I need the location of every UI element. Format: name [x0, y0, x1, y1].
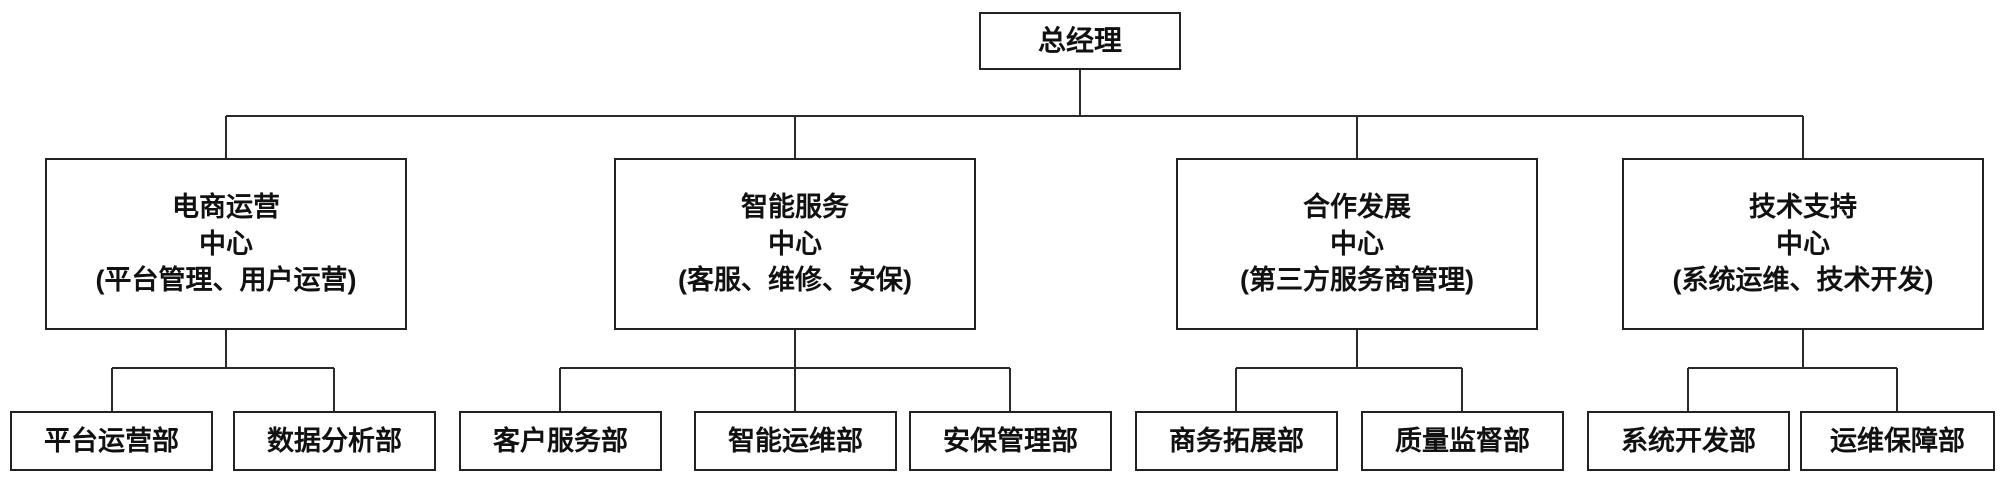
org-node-general-manager: 总经理: [979, 12, 1181, 70]
org-node-ecommerce-center: 电商运营 中心 (平台管理、用户运营): [45, 158, 407, 330]
org-node-quality-supervision-dept: 质量监督部: [1361, 411, 1564, 471]
center-name-line1: 智能服务: [741, 192, 849, 223]
org-node-smart-service-center: 智能服务 中心 (客服、维修、安保): [614, 158, 976, 330]
org-node-system-development-dept: 系统开发部: [1587, 411, 1790, 471]
center-name-line1: 电商运营: [172, 192, 280, 223]
org-node-smart-ops-dept: 智能运维部: [694, 411, 897, 471]
org-node-platform-operations-dept: 平台运营部: [10, 411, 213, 471]
center-scope: (客服、维修、安保): [678, 265, 912, 296]
center-name-line1: 合作发展: [1303, 192, 1411, 223]
center-scope: (平台管理、用户运营): [95, 265, 357, 296]
org-node-ops-assurance-dept: 运维保障部: [1800, 411, 1995, 471]
org-node-customer-service-dept: 客户服务部: [459, 411, 662, 471]
center-name-line2: 中心: [1330, 228, 1384, 259]
org-node-cooperation-center: 合作发展 中心 (第三方服务商管理): [1176, 158, 1538, 330]
org-node-security-management-dept: 安保管理部: [909, 411, 1112, 471]
center-name-line2: 中心: [768, 228, 822, 259]
org-node-tech-support-center: 技术支持 中心 (系统运维、技术开发): [1622, 158, 1984, 330]
center-name-line2: 中心: [1776, 228, 1830, 259]
center-scope: (系统运维、技术开发): [1672, 265, 1934, 296]
org-node-data-analysis-dept: 数据分析部: [233, 411, 436, 471]
center-name-line1: 技术支持: [1749, 192, 1857, 223]
org-node-business-development-dept: 商务拓展部: [1135, 411, 1338, 471]
center-scope: (第三方服务商管理): [1240, 265, 1474, 296]
center-name-line2: 中心: [199, 228, 253, 259]
